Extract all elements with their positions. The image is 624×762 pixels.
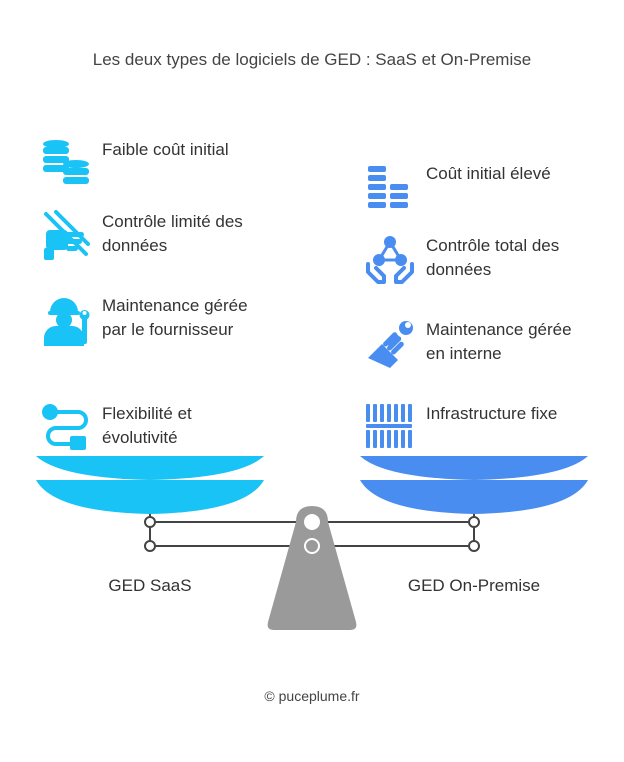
hand-wrench-icon (364, 318, 416, 370)
onprem-item-cost: Coût initial élevé (364, 162, 586, 214)
onprem-pan (360, 456, 588, 514)
hand-restricted-icon (40, 210, 92, 262)
onprem-item-maintenance-label: Maintenance gérée en interne (426, 320, 572, 363)
saas-item-control: Contrôle limité des données (40, 210, 252, 262)
saas-item-cost: Faible coût initial (40, 138, 252, 190)
onprem-item-cost-label: Coût initial élevé (426, 164, 551, 183)
onprem-item-infrastructure-label: Infrastructure fixe (426, 404, 558, 423)
coins-stack-icon (40, 138, 92, 190)
saas-item-flexibility: Flexibilité et évolutivité (40, 402, 252, 454)
saas-item-cost-label: Faible coût initial (102, 140, 229, 159)
copyright-footer: © puceplume.fr (264, 688, 360, 704)
onprem-item-infrastructure: Infrastructure fixe (364, 402, 586, 454)
saas-pan (36, 456, 264, 514)
onprem-item-control-label: Contrôle total des données (426, 236, 560, 279)
stacked-bars-icon (364, 162, 416, 214)
scale-beam (149, 514, 475, 547)
scale-stand (267, 506, 357, 630)
saas-item-control-label: Contrôle limité des données (102, 212, 243, 255)
saas-item-maintenance-label: Maintenance gérée par le fournisseur (102, 296, 248, 339)
diagram-title: Les deux types de logiciels de GED : Saa… (92, 50, 532, 69)
onprem-item-maintenance: Maintenance gérée en interne (364, 318, 586, 370)
server-rack-icon (364, 402, 416, 454)
flexible-path-icon (40, 402, 92, 454)
saas-label: GED SaaS (108, 576, 192, 595)
technician-wrench-icon (40, 294, 92, 346)
onprem-item-control: Contrôle total des données (364, 234, 586, 286)
saas-item-maintenance: Maintenance gérée par le fournisseur (40, 294, 252, 346)
onprem-label: GED On-Premise (407, 576, 541, 595)
hands-network-icon (364, 234, 416, 286)
saas-item-flexibility-label: Flexibilité et évolutivité (102, 404, 192, 447)
